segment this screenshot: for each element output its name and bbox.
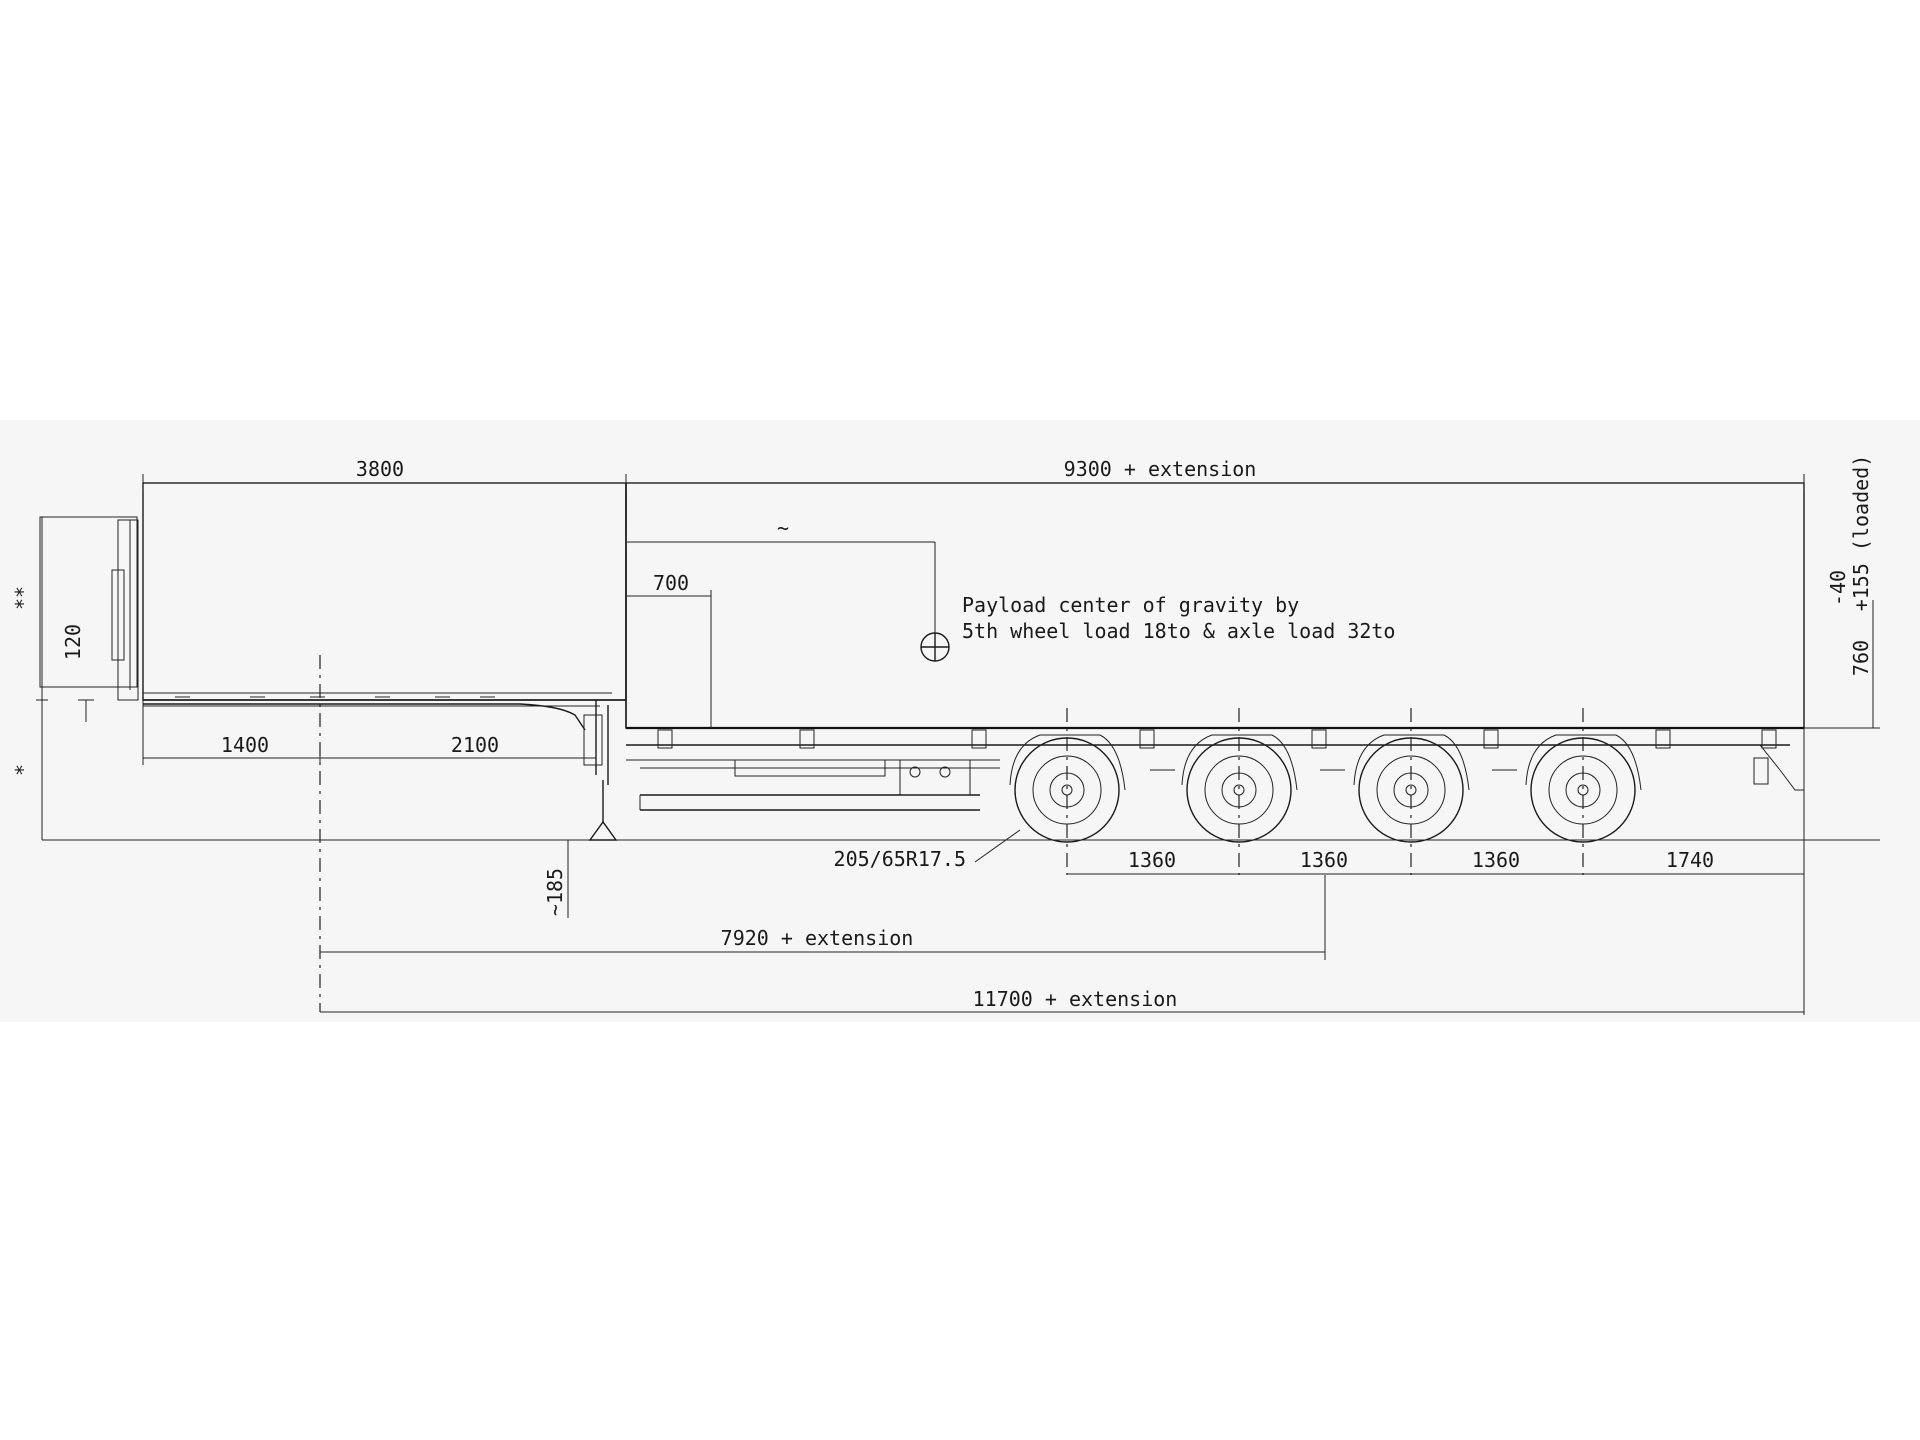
dim-cog-offset: ~ — [777, 516, 789, 540]
dim-axle-spacing-1: 1360 — [1128, 848, 1176, 872]
dim-front-height: 120 — [61, 624, 85, 660]
dim-front-height-mark: ** — [11, 586, 35, 610]
dim-gooseneck-step: 700 — [653, 571, 689, 595]
dim-ground-clearance: ~185 — [543, 868, 567, 916]
dim-front-overhang: 3800 — [356, 457, 404, 481]
gooseneck — [111, 482, 627, 731]
dim-lines — [36, 474, 1880, 1015]
tire-size-label: 205/65R17.5 — [834, 847, 966, 871]
front-height-frame — [39, 516, 138, 688]
neck-step — [583, 483, 627, 841]
dim-kingpin-to-landing: 1400 — [221, 733, 269, 757]
dim-deck-tol-minus: -40 — [1826, 570, 1850, 606]
dim-kingpin-to-axle: 7920 + extension — [721, 926, 914, 950]
dim-deck-height: 760 — [1849, 640, 1873, 676]
main-deck — [625, 482, 1805, 811]
dim-axle-spacing-3: 1360 — [1472, 848, 1520, 872]
dim-deck-length: 9300 + extension — [1064, 457, 1257, 481]
dim-lower-height-mark: * — [11, 764, 35, 776]
dim-overall-length: 11700 + extension — [973, 987, 1178, 1011]
dim-deck-tol-plus: +155 (loaded) — [1849, 455, 1873, 612]
dim-landing-to-step: 2100 — [451, 733, 499, 757]
dim-rear-overhang: 1740 — [1666, 848, 1714, 872]
cog-note-line2: 5th wheel load 18to & axle load 32to — [962, 619, 1395, 643]
dim-axle-spacing-2: 1360 — [1300, 848, 1348, 872]
cog-symbol — [920, 632, 950, 662]
cog-note-line1: Payload center of gravity by — [962, 593, 1299, 617]
